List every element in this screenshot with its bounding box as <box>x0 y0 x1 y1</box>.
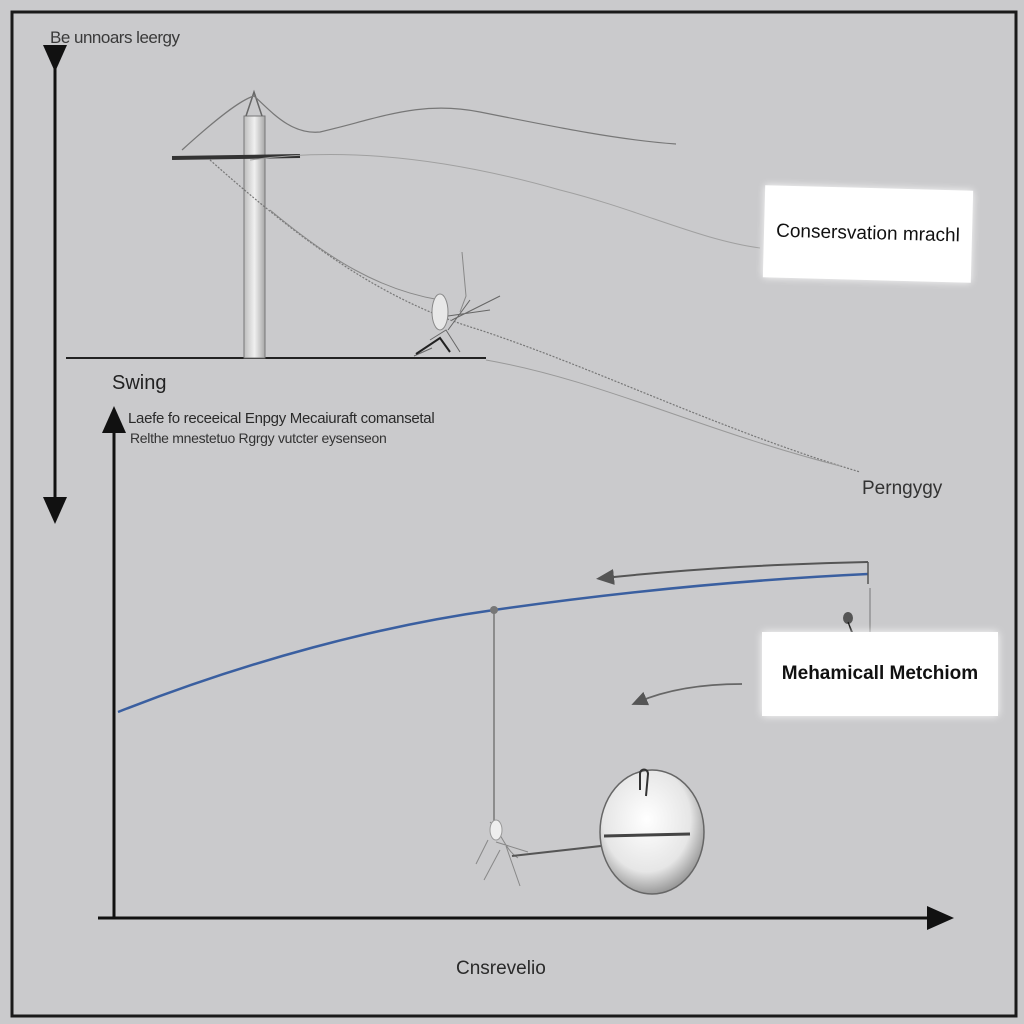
disc-hook <box>639 768 650 797</box>
swinging-figure-bottom <box>475 819 529 887</box>
pole-tip <box>245 89 263 117</box>
description-line-1: Laefe fo receeical Enpgy Mecaiuraft coma… <box>128 410 435 427</box>
energy-label: Perngygy <box>862 478 943 499</box>
top-left-label: Be unnoars leergy <box>50 28 180 47</box>
swinging-figure-top <box>413 251 501 357</box>
callout-conservation-text: Consersvation mrachl <box>775 220 961 247</box>
swing-wire-4 <box>269 209 441 301</box>
callout-mechanical-text: Mehamicall Metchiom <box>781 663 979 684</box>
swing-wire-1 <box>181 95 677 151</box>
return-arrow-middle <box>631 683 743 706</box>
disc-rod <box>603 832 691 838</box>
callout-mechanical: Mehamicall Metchiom <box>762 632 998 716</box>
callout-conservation: Consersvation mrachl <box>762 185 974 283</box>
outer-frame <box>10 10 1018 1018</box>
energy-curve <box>117 572 869 714</box>
swing-wire-2 <box>249 153 761 249</box>
description-line-2: Relthe mnestetuo Rgrgy vutcter eysenseon <box>130 430 387 446</box>
swing-pole <box>243 115 266 359</box>
swing-wire-5 <box>485 359 841 467</box>
x-axis-label: Cnsrevelio <box>456 958 546 979</box>
return-arrow-top <box>596 561 869 585</box>
swing-label: Swing <box>112 372 167 394</box>
pendulum-pivot <box>490 606 498 614</box>
flywheel-disc <box>599 769 705 895</box>
swing-wire-3 <box>209 159 861 473</box>
